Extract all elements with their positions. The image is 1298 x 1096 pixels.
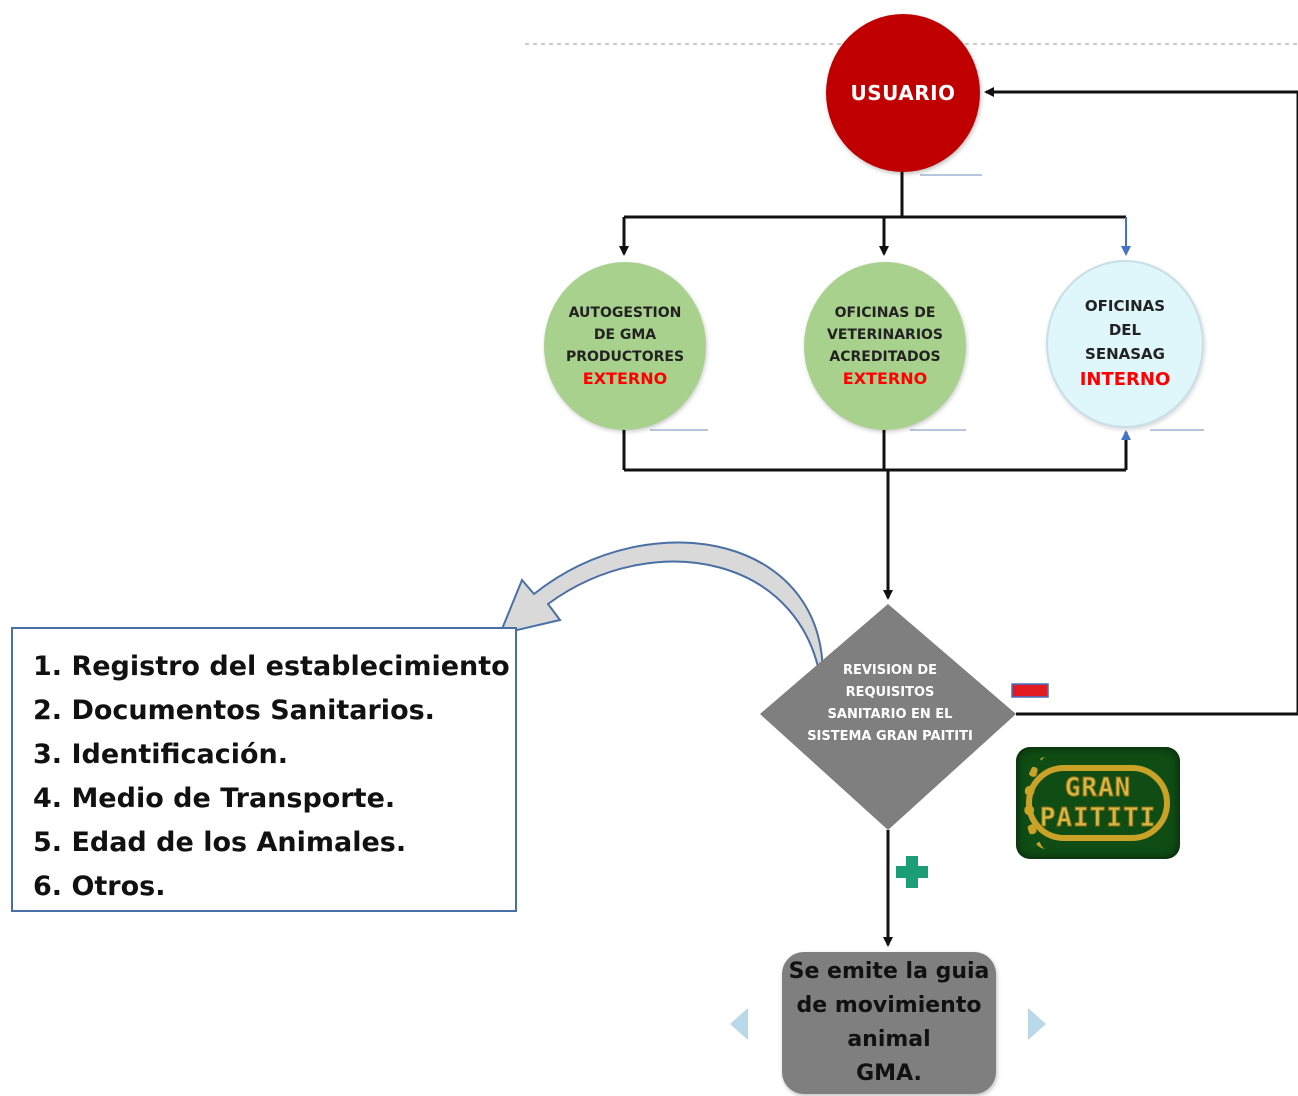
decision-diamond <box>760 604 1016 830</box>
senasag-line-2: DEL <box>1108 321 1142 339</box>
requirements-list: 1. Registro del establecimiento 2. Docum… <box>11 627 517 912</box>
autogestion-node: AUTOGESTION DE GMA PRODUCTORES EXTERNO <box>544 262 706 430</box>
veterinarios-line-3: ACREDITADOS <box>829 349 941 365</box>
veterinarios-node: OFICINAS DE VETERINARIOS ACREDITADOS EXT… <box>804 262 966 430</box>
node-underlines <box>650 174 1204 431</box>
list-item: 6. Otros. <box>33 871 166 902</box>
curved-callout-arrow <box>498 541 824 691</box>
result-line-4: GMA. <box>856 1061 922 1086</box>
feedback-loop-arrow <box>984 87 1298 716</box>
senasag-node: OFICINAS DEL SENASAG INTERNO <box>1046 260 1204 428</box>
logo-line-1: GRAN <box>1064 773 1132 804</box>
list-item: 3. Identificación. <box>33 739 289 770</box>
merge-connectors <box>622 428 1131 600</box>
list-item: 2. Documentos Sanitarios. <box>33 695 435 726</box>
autogestion-line-2: DE GMA <box>593 327 657 343</box>
result-gma-box: Se emite la guia de movimiento animal GM… <box>782 952 996 1094</box>
decision-label: REVISION DE REQUISITOS SANITARIO EN EL S… <box>790 660 990 748</box>
nav-left-triangle-icon[interactable] <box>730 1008 748 1040</box>
autogestion-line-3: PRODUCTORES <box>565 349 685 365</box>
result-line-3: animal <box>847 1027 931 1052</box>
senasag-tag: INTERNO <box>1079 369 1171 390</box>
decision-line-1: REVISION DE <box>842 663 938 678</box>
gear-icon <box>1024 757 1068 849</box>
usuario-branch-connectors <box>619 172 1131 256</box>
result-line-2: de movimiento <box>796 993 982 1018</box>
decision-line-3: SANITARIO EN EL <box>827 707 953 722</box>
veterinarios-tag: EXTERNO <box>842 369 928 388</box>
nav-right-triangle-icon[interactable] <box>1028 1008 1046 1040</box>
plus-sign-icon <box>896 856 928 888</box>
list-item: 1. Registro del establecimiento <box>33 651 510 682</box>
senasag-line-1: OFICINAS <box>1084 297 1166 315</box>
decision-line-2: REQUISITOS <box>845 685 935 700</box>
gran-paititi-logo: GRAN PAITITI <box>1016 747 1180 859</box>
list-item: 4. Medio de Transporte. <box>33 783 396 814</box>
veterinarios-line-2: VETERINARIOS <box>826 327 944 343</box>
usuario-node: USUARIO <box>826 14 980 172</box>
decision-line-4: SISTEMA GRAN PAITITI <box>807 729 973 744</box>
autogestion-line-1: AUTOGESTION <box>568 305 682 321</box>
result-line-1: Se emite la guia <box>788 959 990 984</box>
autogestion-tag: EXTERNO <box>582 369 668 388</box>
logo-line-2: PAITITI <box>1039 803 1157 834</box>
minus-sign-icon <box>1011 683 1049 698</box>
list-item: 5. Edad de los Animales. <box>33 827 407 858</box>
veterinarios-line-1: OFICINAS DE <box>834 305 936 321</box>
usuario-label: USUARIO <box>850 81 956 105</box>
senasag-line-3: SENASAG <box>1085 345 1165 363</box>
